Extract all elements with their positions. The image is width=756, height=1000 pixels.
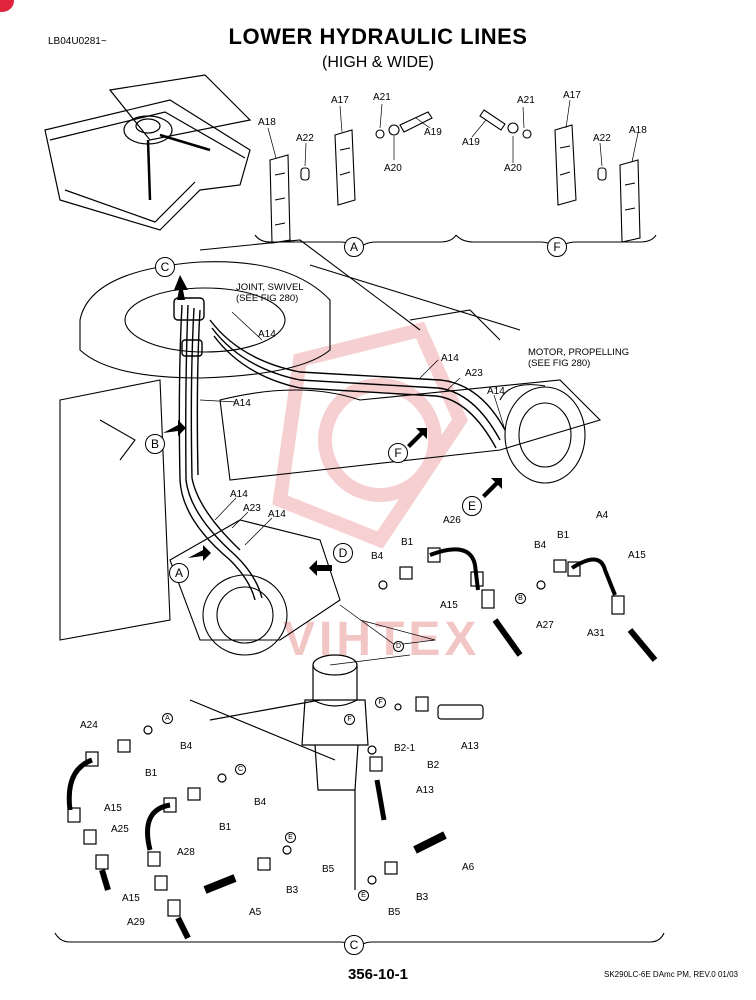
bracket-group-right bbox=[455, 109, 657, 251]
ref-F-2: F bbox=[344, 714, 355, 725]
part-label-a23: A23 bbox=[243, 503, 261, 514]
part-label: A28 bbox=[177, 847, 195, 858]
main-assembly bbox=[59, 239, 602, 656]
page-title: LOWER HYDRAULIC LINES bbox=[228, 24, 528, 49]
part-label: A5 bbox=[249, 907, 262, 918]
part-label-a14: A14 bbox=[441, 353, 459, 364]
part-label: A21 bbox=[517, 95, 535, 106]
part-label: A19 bbox=[462, 137, 480, 148]
ref-E: E bbox=[285, 832, 296, 843]
note-motor-propelling: MOTOR, PROPELLING(SEE FIG 280) bbox=[528, 347, 629, 369]
part-label: A17 bbox=[331, 95, 349, 106]
part-label: A20 bbox=[384, 163, 402, 174]
part-label: A24 bbox=[80, 720, 98, 731]
callout-D: D bbox=[333, 543, 353, 563]
part-label-a14: A14 bbox=[233, 398, 251, 409]
note-motor-line1: MOTOR, PROPELLING(SEE FIG 280) bbox=[528, 347, 630, 369]
part-label: B4 bbox=[534, 540, 547, 551]
callout-F-top: F bbox=[547, 237, 567, 257]
right-loose-parts bbox=[378, 547, 658, 662]
part-label: B3 bbox=[416, 892, 429, 903]
callout-E: E bbox=[462, 496, 482, 516]
doc-id: LB04U0281~ bbox=[48, 36, 107, 47]
part-label: B4 bbox=[254, 797, 267, 808]
watermark-text: VIHTEX bbox=[283, 613, 481, 666]
part-label: A22 bbox=[296, 133, 314, 144]
footer-revision: SK290LC-6E DAmc PM, REV.0 01/03 bbox=[604, 970, 738, 979]
ref-D: D bbox=[393, 641, 404, 652]
note-joint-line1: JOINT, SWIVEL(SEE FIG 280) bbox=[236, 282, 304, 304]
page-number: 356-10-1 bbox=[347, 966, 409, 983]
part-label-a14: A14 bbox=[230, 489, 248, 500]
part-label: B5 bbox=[388, 907, 401, 918]
part-label: A15 bbox=[628, 550, 646, 561]
part-label: B1 bbox=[557, 530, 570, 541]
part-label: A22 bbox=[593, 133, 611, 144]
part-label: A17 bbox=[563, 90, 581, 101]
part-label: B4 bbox=[180, 741, 193, 752]
leader-lines bbox=[199, 99, 639, 666]
bottom-loose-parts bbox=[66, 725, 447, 940]
machine-thumbnail bbox=[44, 74, 252, 231]
ref-B: B bbox=[515, 593, 526, 604]
callout-A: A bbox=[169, 563, 189, 583]
part-label: A29 bbox=[127, 917, 145, 928]
part-label: A19 bbox=[424, 127, 442, 138]
note-joint-swivel: JOINT, SWIVEL(SEE FIG 280) bbox=[236, 282, 304, 304]
part-label-a14: A14 bbox=[487, 386, 505, 397]
part-label: A4 bbox=[596, 510, 609, 521]
part-label: A15 bbox=[440, 600, 458, 611]
hose-bundle bbox=[173, 297, 506, 601]
part-label-a14: A14 bbox=[258, 329, 276, 340]
callout-B: B bbox=[145, 434, 165, 454]
part-label-a23: A23 bbox=[465, 368, 483, 379]
part-label: A15 bbox=[104, 803, 122, 814]
part-label: B4 bbox=[371, 551, 384, 562]
part-label: A27 bbox=[536, 620, 554, 631]
part-label: B5 bbox=[322, 864, 335, 875]
ref-F: F bbox=[375, 697, 386, 708]
part-label: B1 bbox=[401, 537, 414, 548]
part-label: A6 bbox=[462, 862, 475, 873]
part-label: A31 bbox=[587, 628, 605, 639]
ref-A: A bbox=[162, 713, 173, 724]
part-label-a14: A14 bbox=[268, 509, 286, 520]
callout-F: F bbox=[388, 443, 408, 463]
part-label: B3 bbox=[286, 885, 299, 896]
ref-E-2: E bbox=[358, 890, 369, 901]
watermark-logo bbox=[272, 321, 468, 549]
part-label: A21 bbox=[373, 92, 391, 103]
part-label: A13 bbox=[461, 741, 479, 752]
callout-C-bottom: C bbox=[344, 935, 364, 955]
part-label: A18 bbox=[258, 117, 276, 128]
part-label: B2-1 bbox=[394, 743, 416, 754]
part-label: A13 bbox=[416, 785, 434, 796]
part-label: B1 bbox=[145, 768, 158, 779]
part-label: B2 bbox=[427, 760, 440, 771]
callout-A-top: A bbox=[344, 237, 364, 257]
part-label: A25 bbox=[111, 824, 129, 835]
part-label: A20 bbox=[504, 163, 522, 174]
bracket-group-left bbox=[254, 111, 457, 251]
part-label: A18 bbox=[629, 125, 647, 136]
part-label: B1 bbox=[219, 822, 232, 833]
part-label: A26 bbox=[443, 515, 461, 526]
swivel-joint bbox=[189, 654, 484, 821]
direction-arrows bbox=[163, 275, 502, 576]
part-label: A15 bbox=[122, 893, 140, 904]
callout-C: C bbox=[155, 257, 175, 277]
ref-C: C bbox=[235, 764, 246, 775]
page-subtitle: (HIGH & WIDE) bbox=[322, 54, 434, 71]
